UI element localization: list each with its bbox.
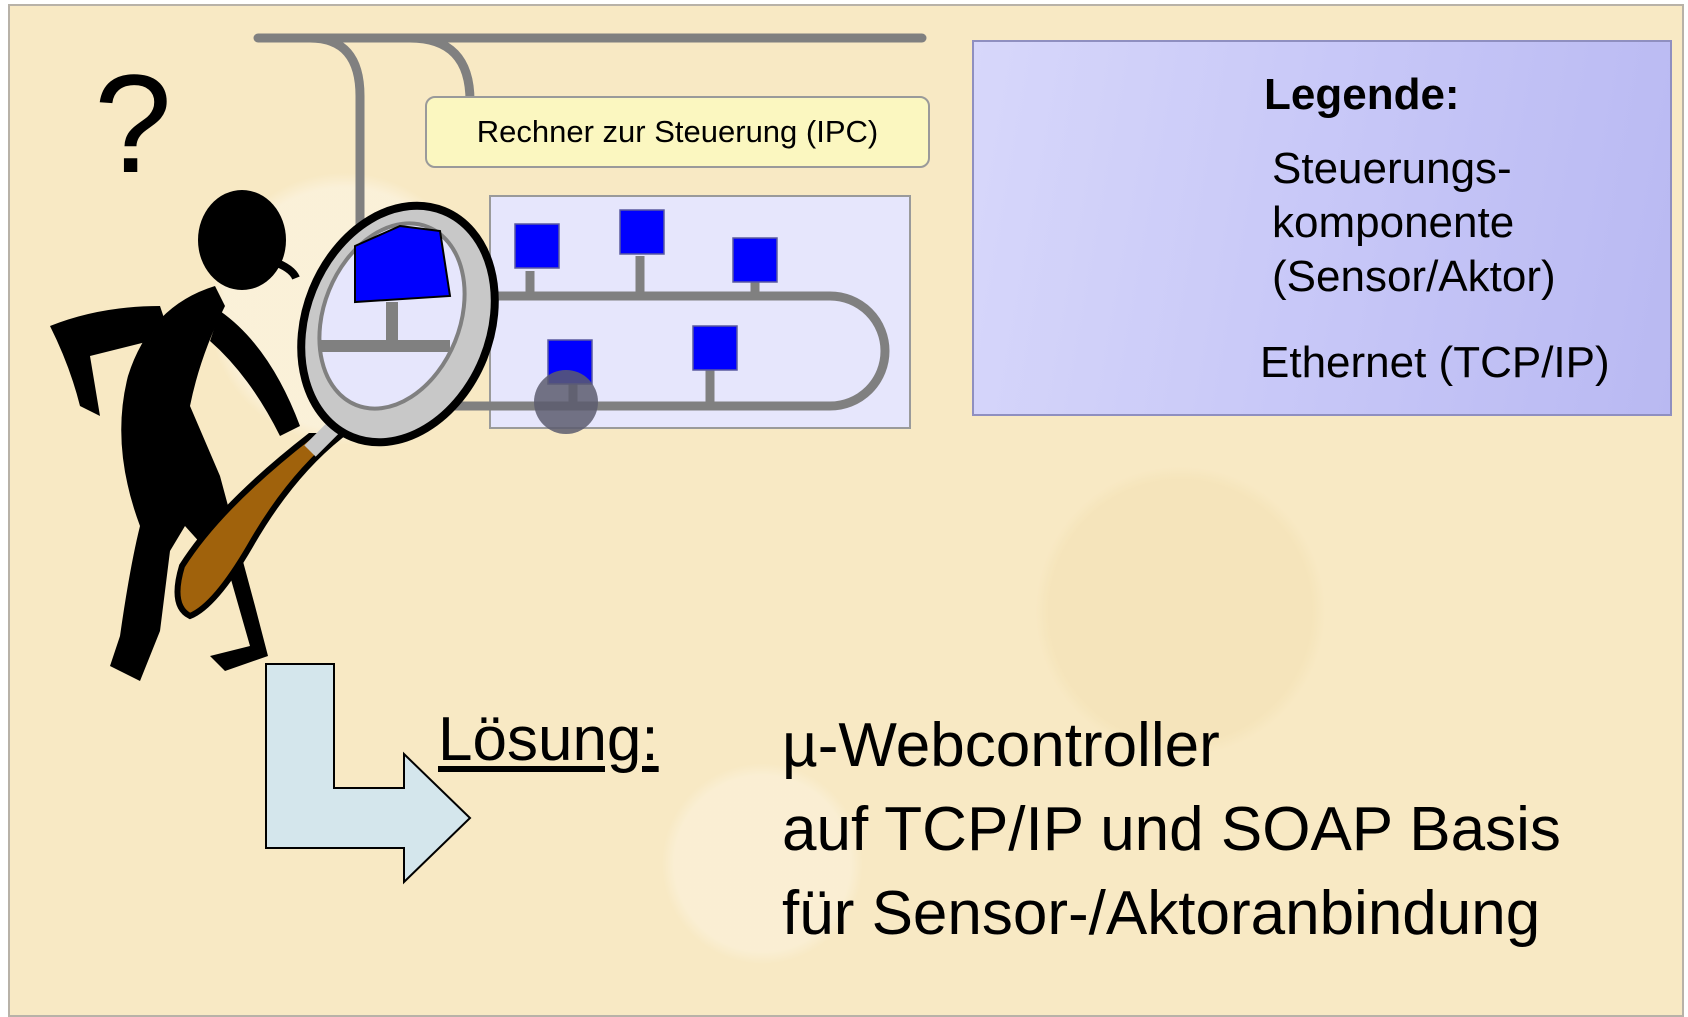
slide: ? Rechner zur Steuerung (IPC) Legende: S… bbox=[8, 4, 1684, 1017]
component-icon bbox=[619, 209, 665, 255]
solution-line: auf TCP/IP und SOAP Basis bbox=[782, 795, 1561, 864]
component-icon bbox=[732, 237, 778, 283]
legend-component-label: Steuerungs- komponente (Sensor/Aktor) bbox=[1272, 142, 1652, 304]
solution-text: µ-Webcontroller auf TCP/IP und SOAP Basi… bbox=[782, 704, 1561, 956]
legend-component-line: Steuerungs- bbox=[1272, 144, 1512, 193]
legend-component-line: (Sensor/Aktor) bbox=[1272, 252, 1556, 301]
network-cables bbox=[253, 33, 927, 311]
legend-title: Legende: bbox=[1264, 70, 1460, 119]
question-mark: ? bbox=[94, 45, 172, 202]
component-icon bbox=[514, 223, 560, 269]
network-diagram-art bbox=[50, 33, 1247, 885]
focus-spot-icon bbox=[534, 370, 598, 434]
component-icon bbox=[692, 325, 738, 371]
magnifying-glass-icon bbox=[174, 201, 499, 620]
thinking-figure-icon bbox=[50, 190, 300, 681]
solution-line: µ-Webcontroller bbox=[782, 711, 1220, 780]
bent-arrow-icon bbox=[265, 663, 472, 885]
legend-component-line: komponente bbox=[1272, 198, 1515, 247]
legend-box: Legende: Steuerungs- komponente (Sensor/… bbox=[972, 40, 1672, 416]
solution-line: für Sensor-/Aktoranbindung bbox=[782, 879, 1541, 948]
legend-network-label: Ethernet (TCP/IP) bbox=[1260, 338, 1610, 387]
ipc-label: Rechner zur Steuerung (IPC) bbox=[425, 96, 930, 168]
solution-heading: Lösung: bbox=[438, 705, 659, 774]
